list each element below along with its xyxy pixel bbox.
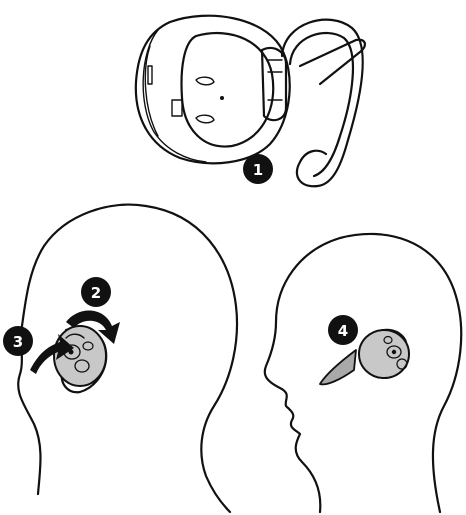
- step-badge-3: 3: [3, 326, 33, 356]
- step-label-3: 3: [13, 333, 23, 351]
- step-badge-4: 4: [328, 315, 358, 345]
- head-front-view: [18, 205, 237, 512]
- step-label-2: 2: [91, 284, 101, 302]
- step-label-4: 4: [338, 322, 348, 340]
- step-label-1: 1: [253, 161, 263, 179]
- step-badge-2: 2: [81, 277, 111, 307]
- head-side-view: [265, 234, 461, 512]
- step-badge-1: 1: [243, 154, 273, 184]
